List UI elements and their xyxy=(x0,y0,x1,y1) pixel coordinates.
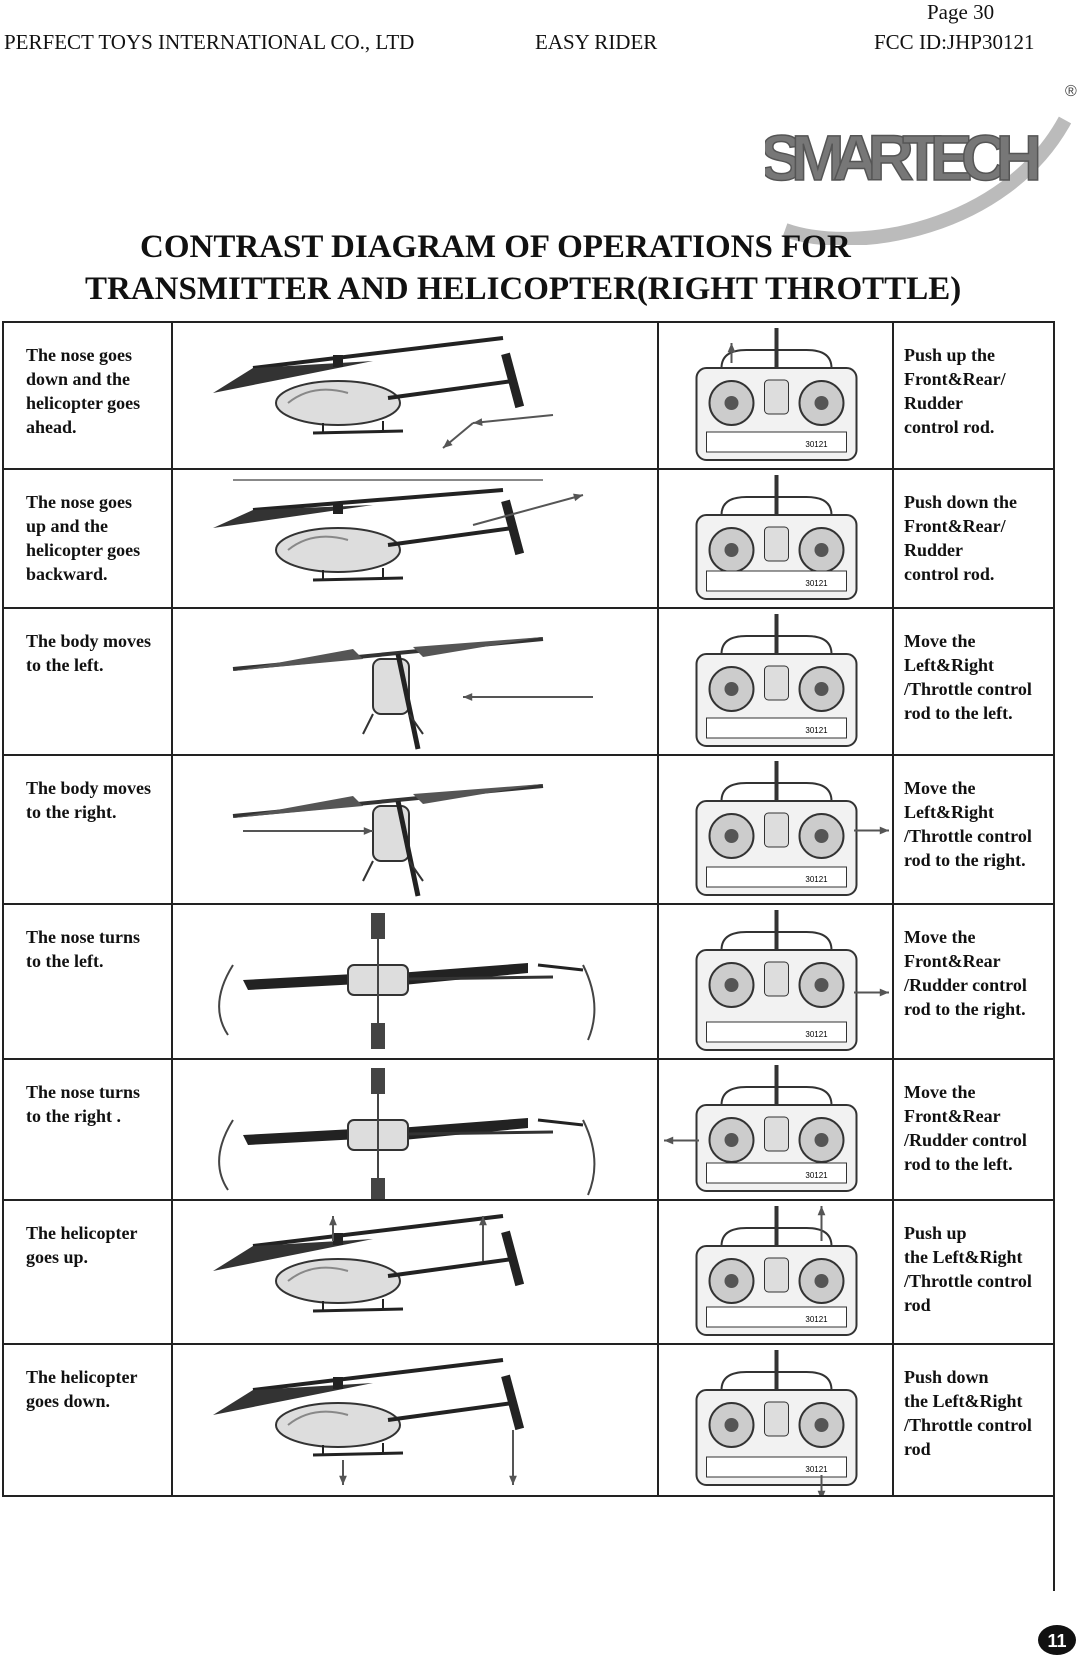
svg-text:30121: 30121 xyxy=(805,726,828,735)
transmitter-drawing: 30121 xyxy=(695,475,858,600)
control-instruction: Move the Left&Right /Throttle control ro… xyxy=(904,631,1032,723)
transmitter-illustration: 30121 xyxy=(659,323,894,470)
helicopter-illustration xyxy=(173,1060,659,1201)
helicopter-drawing xyxy=(218,913,596,1049)
control-cell: Move the Front&Rear /Rudder control rod … xyxy=(894,905,1053,1060)
helicopter-drawing xyxy=(213,1214,525,1313)
transmitter-drawing: 30121 xyxy=(695,1350,858,1495)
action-cell: The helicopter goes up. xyxy=(2,1201,173,1345)
control-instruction: Push up the Front&Rear/ Rudder control r… xyxy=(904,345,1006,437)
product-name: EASY RIDER xyxy=(535,30,658,54)
transmitter-illustration: 30121 xyxy=(659,756,894,905)
svg-text:30121: 30121 xyxy=(805,1315,828,1324)
page-number: Page 30 xyxy=(927,0,995,24)
action-description: The body moves to the left. xyxy=(26,631,152,675)
action-description: The body moves to the right. xyxy=(26,778,152,822)
smartech-logo: SMARTECH ® xyxy=(765,80,1080,245)
action-cell: The nose goes up and the helicopter goes… xyxy=(2,470,173,609)
transmitter-drawing: 30121 xyxy=(695,761,889,896)
helicopter-drawing xyxy=(213,479,584,582)
control-instruction: Push down the Left&Right /Throttle contr… xyxy=(904,1367,1032,1459)
svg-text:30121: 30121 xyxy=(805,1171,828,1180)
table-row: The nose turns to the right . 30121 Move… xyxy=(2,1058,1053,1201)
svg-text:11: 11 xyxy=(1047,1631,1066,1651)
helicopter-illustration xyxy=(173,609,659,756)
helicopter-drawing xyxy=(213,1358,525,1485)
company-name: PERFECT TOYS INTERNATIONAL CO., LTD xyxy=(4,30,415,54)
helicopter-illustration xyxy=(173,905,659,1060)
control-cell: Move the Left&Right /Throttle control ro… xyxy=(894,756,1053,905)
table-row: The body moves to the right. 30121 Move … xyxy=(2,754,1053,905)
action-cell: The nose goes down and the helicopter go… xyxy=(2,323,173,470)
logo-text: SMARTECH xyxy=(765,122,1042,194)
control-instruction: Move the Front&Rear /Rudder control rod … xyxy=(904,1082,1027,1174)
helicopter-drawing xyxy=(232,637,593,750)
helicopter-drawing xyxy=(232,784,544,897)
title-line-2: TRANSMITTER AND HELICOPTER(RIGHT THROTTL… xyxy=(85,271,962,307)
control-cell: Push up the Front&Rear/ Rudder control r… xyxy=(894,323,1053,470)
table-row: The nose turns to the left. 30121 Move t… xyxy=(2,903,1053,1060)
helicopter-illustration xyxy=(173,323,659,470)
transmitter-illustration: 30121 xyxy=(659,1201,894,1345)
action-description: The nose turns to the left. xyxy=(26,927,141,971)
helicopter-illustration xyxy=(173,1201,659,1345)
table-row: The helicopter goes up. 30121 Push up th… xyxy=(2,1199,1053,1345)
action-description: The helicopter goes up. xyxy=(26,1223,138,1267)
svg-text:30121: 30121 xyxy=(805,875,828,884)
fcc-id: FCC ID:JHP30121 xyxy=(874,30,1035,54)
title-line-1: CONTRAST DIAGRAM OF OPERATIONS FOR xyxy=(140,229,851,265)
action-description: The nose turns to the right . xyxy=(26,1082,141,1126)
table-row: The helicopter goes down. 30121 Push dow… xyxy=(2,1343,1053,1497)
table-row: The nose goes down and the helicopter go… xyxy=(2,321,1053,470)
transmitter-drawing: 30121 xyxy=(664,1065,858,1192)
helicopter-drawing xyxy=(213,336,554,449)
transmitter-drawing: 30121 xyxy=(695,328,858,461)
table-row: The body moves to the left. 30121 Move t… xyxy=(2,607,1053,756)
transmitter-illustration: 30121 xyxy=(659,609,894,756)
action-cell: The helicopter goes down. xyxy=(2,1345,173,1495)
action-description: The nose goes down and the helicopter go… xyxy=(26,345,141,437)
transmitter-drawing: 30121 xyxy=(695,910,889,1051)
control-instruction: Move the Left&Right /Throttle control ro… xyxy=(904,778,1032,870)
page-badge: 11 xyxy=(1038,1625,1076,1655)
control-cell: Move the Left&Right /Throttle control ro… xyxy=(894,609,1053,756)
control-cell: Push down the Front&Rear/ Rudder control… xyxy=(894,470,1053,609)
helicopter-illustration xyxy=(173,1345,659,1495)
action-cell: The body moves to the right. xyxy=(2,756,173,905)
transmitter-drawing: 30121 xyxy=(695,1206,858,1336)
action-description: The helicopter goes down. xyxy=(26,1367,138,1411)
transmitter-illustration: 30121 xyxy=(659,905,894,1060)
transmitter-drawing: 30121 xyxy=(695,614,858,747)
action-cell: The nose turns to the right . xyxy=(2,1060,173,1201)
transmitter-illustration: 30121 xyxy=(659,1345,894,1495)
svg-text:®: ® xyxy=(1065,83,1077,100)
action-cell: The body moves to the left. xyxy=(2,609,173,756)
action-description: The nose goes up and the helicopter goes… xyxy=(26,492,141,584)
control-instruction: Move the Front&Rear /Rudder control rod … xyxy=(904,927,1027,1019)
transmitter-illustration: 30121 xyxy=(659,1060,894,1201)
operations-table: The nose goes down and the helicopter go… xyxy=(2,321,1055,1591)
svg-text:30121: 30121 xyxy=(805,440,828,449)
control-instruction: Push up the Left&Right /Throttle control… xyxy=(904,1223,1032,1315)
svg-text:30121: 30121 xyxy=(805,1030,828,1039)
table-row: The nose goes up and the helicopter goes… xyxy=(2,468,1053,609)
control-cell: Move the Front&Rear /Rudder control rod … xyxy=(894,1060,1053,1201)
svg-text:30121: 30121 xyxy=(805,579,828,588)
helicopter-illustration xyxy=(173,756,659,905)
helicopter-drawing xyxy=(218,1068,596,1201)
action-cell: The nose turns to the left. xyxy=(2,905,173,1060)
transmitter-illustration: 30121 xyxy=(659,470,894,609)
control-cell: Push up the Left&Right /Throttle control… xyxy=(894,1201,1053,1345)
svg-text:30121: 30121 xyxy=(805,1465,828,1474)
control-cell: Push down the Left&Right /Throttle contr… xyxy=(894,1345,1053,1495)
control-instruction: Push down the Front&Rear/ Rudder control… xyxy=(904,492,1018,584)
helicopter-illustration xyxy=(173,470,659,609)
